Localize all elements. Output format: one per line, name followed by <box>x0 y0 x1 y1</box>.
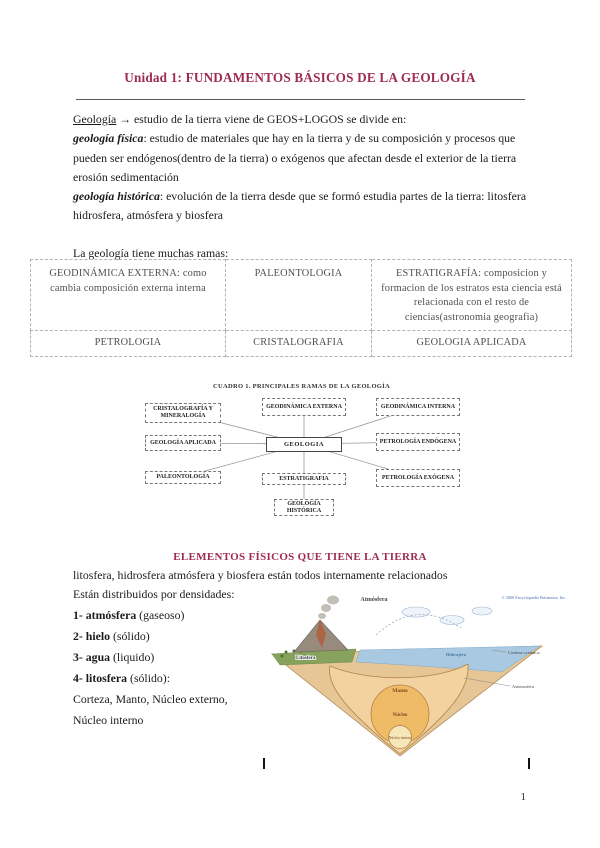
table-cell-estratigrafia: ESTRATIGRAFÍA: composicion y formacion d… <box>371 259 572 331</box>
label-nucleo: Núcleo <box>393 713 408 718</box>
earth-cross-section-figure: Atmósfera © 2008 Encyclopædia Britannica… <box>256 590 568 768</box>
list-item-agua: 3- agua (liquido) <box>73 647 533 668</box>
elementos-extra2: Núcleo interno <box>73 712 144 727</box>
section-heading-elementos: ELEMENTOS FÍSICOS QUE TIENE LA TIERRA <box>173 551 427 563</box>
diagram-box-cristalografia: CRISTALOGRAFÍA Y MINERALOGÍA <box>145 403 221 423</box>
term-geologia-fisica: geología física <box>73 131 144 146</box>
ramas-table: GEODINÁMICA EXTERNA: como cambia composi… <box>30 259 572 357</box>
diagram-box-petrologia-endogena: PETROLOGÍA ENDÓGENA <box>376 433 460 451</box>
item-term: hielo <box>85 628 111 643</box>
item-prefix: 4- <box>73 670 86 685</box>
ramas-diagram: CUADRO 1. PRINCIPALES RAMAS DE LA GEOLOG… <box>129 383 474 533</box>
diagram-box-geodinamica-interna: GEODINÁMICA INTERNA <box>376 398 460 416</box>
ramas-intro-line: La geología tiene muchas ramas: <box>73 245 229 260</box>
item-rest: (liquido) <box>110 649 155 664</box>
item-rest: (gaseoso) <box>136 607 185 622</box>
elementos-line1: litosfera, hidrosfera atmósfera y biosfe… <box>73 568 448 582</box>
diagram-box-geodinamica-externa: GEODINÁMICA EXTERNA <box>262 398 346 416</box>
diagram-box-geologia-aplicada: GEOLOGÍA APLICADA <box>145 435 221 451</box>
item-prefix: 3- <box>73 649 86 664</box>
table-cell-petrologia: PETROLOGIA <box>30 330 226 357</box>
label-nucleo-interno: Núcleo interno <box>389 736 412 740</box>
ocean <box>355 645 541 673</box>
label-atmosfera: Atmósfera <box>361 597 388 603</box>
diagram-box-estratigrafia: ESTRATIGRAFIA <box>262 473 346 485</box>
intro-line-text: → estudio de la tierra viene de GEOS+LOG… <box>119 112 407 126</box>
cursor-artifact-right <box>528 758 530 769</box>
diagram-box-geologia-center: GEOLOGIA <box>266 437 342 452</box>
inner-core <box>388 725 412 749</box>
diagram-box-paleontologia: PALEONTOLOGÍA <box>145 471 221 484</box>
diagram-title: CUADRO 1. PRINCIPALES RAMAS DE LA GEOLOG… <box>213 383 390 390</box>
label-hidrosfera: Hidrosfera <box>445 652 467 657</box>
elementos-section: litosfera, hidrosfera atmósfera y biosfe… <box>73 566 533 731</box>
intro-section: Geología → estudio de la tierra viene de… <box>73 110 531 263</box>
title-divider <box>76 99 525 100</box>
volcano-smoke <box>318 595 339 619</box>
elementos-extra1: Corteza, Manto, Núcleo externo, <box>73 691 228 706</box>
diagram-box-geologia-historica: GEOLOGÍA HISTÓRICA <box>274 499 334 516</box>
page-number: 1 <box>520 791 527 803</box>
label-corteza: Corteza oceánica <box>508 650 540 655</box>
table-row: PETROLOGIA CRISTALOGRAFIA GEOLOGIA APLIC… <box>30 330 572 357</box>
diagram-box-petrologia-exogena: PETROLOGÍA EXÓGENA <box>376 469 460 487</box>
item-prefix: 1- <box>73 607 86 622</box>
list-item-litosfera: 4- litosfera (sólido): <box>73 668 533 689</box>
paragraph-geologia-fisica: geología física: estudio de materiales q… <box>73 129 531 187</box>
list-item-hielo: 2- hielo (sólido) <box>73 626 533 647</box>
intro-line: Geología → estudio de la tierra viene de… <box>73 110 531 129</box>
table-cell-cristalografia: CRISTALOGRAFIA <box>225 330 372 357</box>
list-item-atmosfera: 1- atmósfera (gaseoso) <box>73 605 533 626</box>
label-litosfera: Litosfera <box>296 656 316 661</box>
term-geologia-historica: geología histórica <box>73 189 160 204</box>
lava-flow <box>316 620 326 648</box>
item-prefix: 2- <box>73 628 86 643</box>
figure-copyright: © 2008 Encyclopædia Britannica, Inc. <box>502 595 566 601</box>
table-row: GEODINÁMICA EXTERNA: como cambia composi… <box>30 259 572 331</box>
elementos-line2: Están distribuidos por densidades: <box>73 587 235 602</box>
table-cell-geodinamica: GEODINÁMICA EXTERNA: como cambia composi… <box>30 259 226 331</box>
geologia-historica-text: : evolución de la tierra desde que se fo… <box>73 189 527 223</box>
label-astenosfera: Astenosfera <box>512 684 534 689</box>
label-leader-lines <box>463 649 511 687</box>
page-title: Unidad 1: FUNDAMENTOS BÁSICOS DE LA GEOL… <box>124 70 476 85</box>
table-cell-geologia-aplicada: GEOLOGIA APLICADA <box>371 330 572 357</box>
cursor-artifact-left <box>263 758 265 769</box>
item-rest: (sólido): <box>127 670 170 685</box>
geologia-fisica-text: : estudio de materiales que hay en la ti… <box>73 131 517 184</box>
clouds <box>375 606 493 636</box>
item-term: agua <box>85 649 111 664</box>
table-cell-paleontologia: PALEONTOLOGIA <box>225 259 372 331</box>
item-rest: (sólido) <box>110 628 150 643</box>
item-term: atmósfera <box>85 607 137 622</box>
item-term: litosfera <box>85 670 128 685</box>
term-geologia: Geología <box>73 112 117 126</box>
paragraph-geologia-historica: geología histórica: evolución de la tier… <box>73 187 531 226</box>
label-manto: Manto <box>392 688 408 694</box>
earth-figure-svg: Atmósfera © 2008 Encyclopædia Britannica… <box>270 595 566 757</box>
